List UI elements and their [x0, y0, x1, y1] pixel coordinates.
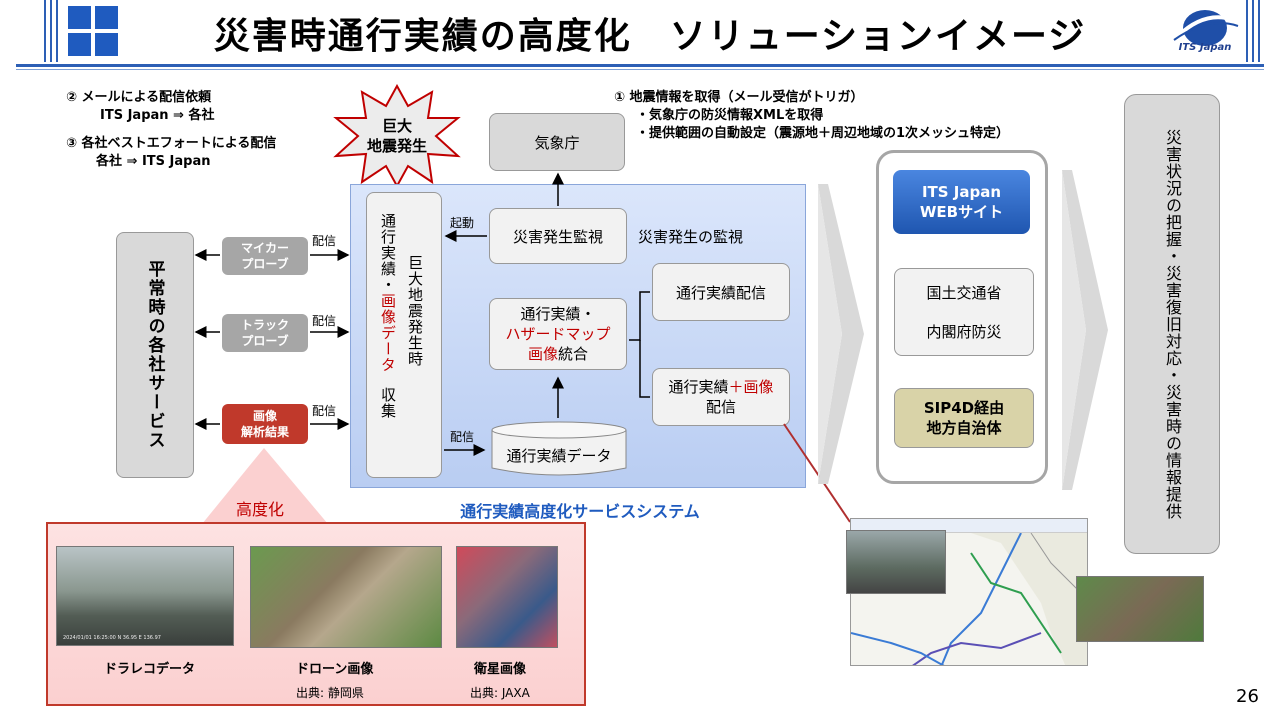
dashcam-caption: ドラレコデータ [104, 662, 196, 677]
system-name: 通行実績高度化サービスシステム [460, 502, 700, 521]
earthquake-burst-label: 巨大 地震発生 [366, 117, 427, 155]
integrate-line2: ハザードマップ [505, 325, 611, 343]
integrate-line3: 画像統合 [527, 345, 589, 363]
note-jma-xml: ・気象庁の防災情報XMLを取得 [636, 108, 824, 123]
header-decor-lines [44, 0, 58, 62]
page-number: 26 [1236, 686, 1259, 707]
its-japan-logo [1173, 10, 1239, 46]
sip4d-box: SIP4D経由 地方自治体 [894, 388, 1034, 448]
chevron-arrow-2 [1062, 170, 1108, 490]
map-drone-thumb [1076, 576, 1204, 642]
image-probe-distribution-label: 配信 [312, 404, 337, 418]
collection-box: 通行実績・画像データ収集 巨大地震発生時 [366, 192, 442, 478]
satellite-photo [456, 546, 558, 648]
chevron-arrow-1 [818, 184, 864, 484]
image-analysis-box: 画像 解析結果 [222, 404, 308, 444]
monitor-caption: 災害発生の監視 [638, 228, 744, 246]
note-best-effort: ③ 各社ベストエフォートによる配信 [66, 136, 277, 151]
drone-photo [250, 546, 442, 648]
result-text: 災害状況の把握・災害復旧対応・災害時の情報提供 [1163, 128, 1182, 520]
its-japan-website-box[interactable]: ITS Japan WEBサイト [893, 170, 1030, 234]
normal-services-box: 平常時の各社サービス [116, 232, 194, 478]
government-box: 国土交通省 内閣府防災 [894, 268, 1034, 356]
note-range-setting: ・提供範囲の自動設定（震源地＋周辺地域の1次メッシュ特定） [636, 126, 1010, 141]
enhancement-callout-triangle [202, 448, 328, 524]
integrate-line1: 通行実績・ [520, 305, 596, 323]
satellite-source: 出典: JAXA [470, 686, 530, 700]
distribution-image-line2: 配信 [705, 398, 736, 416]
distribution-image-line1: 通行実績＋画像 [668, 378, 774, 396]
header-logo-grid [68, 6, 118, 56]
truck-probe-distribution-label: 配信 [312, 314, 337, 328]
normal-services-label: 平常時の各社サービス [144, 260, 165, 450]
database-label: 通行実績データ [506, 446, 612, 465]
header-decor-lines-right [1246, 0, 1260, 62]
map-dashcam-thumb [846, 530, 946, 594]
sip4d-label: SIP4D経由 地方自治体 [923, 399, 1005, 437]
monitor-box: 災害発生監視 [489, 208, 627, 264]
mlit-label: 国土交通省 [926, 284, 1002, 302]
note-mail-request: ② メールによる配信依頼 [66, 90, 212, 105]
integrate-box: 通行実績・ ハザードマップ 画像統合 [489, 298, 627, 370]
its-japan-website-label: ITS Japan WEBサイト [919, 183, 1004, 221]
jma-box: 気象庁 [489, 113, 625, 171]
distribution-image-box: 通行実績＋画像 配信 [652, 368, 790, 426]
header-divider [16, 64, 1264, 67]
distribution-box: 通行実績配信 [652, 263, 790, 321]
satellite-caption: 衛星画像 [474, 662, 527, 677]
db-distribution-label: 配信 [450, 430, 475, 444]
result-box: 災害状況の把握・災害復旧対応・災害時の情報提供 [1124, 94, 1220, 554]
car-probe-distribution-label: 配信 [312, 234, 337, 248]
note-mail-direction: ITS Japan ⇒ 各社 [100, 108, 215, 123]
enhancement-label: 高度化 [236, 500, 285, 519]
trigger-label: 起動 [450, 216, 475, 230]
note-quake-info: ① 地震情報を取得（メール受信がトリガ） [614, 90, 864, 105]
note-best-effort-direction: 各社 ⇒ ITS Japan [96, 154, 211, 169]
page-title: 災害時通行実績の高度化 ソリューションイメージ [213, 16, 1087, 57]
collection-box-text: 通行実績・画像データ収集 [379, 213, 397, 419]
dashcam-timestamp: 2024/01/01 16:25:00 N 36.95 E 136.97 [63, 635, 161, 641]
database-cylinder-icon [491, 421, 627, 476]
car-probe-box: マイカー プローブ [222, 237, 308, 275]
truck-probe-box: トラック プローブ [222, 314, 308, 352]
collection-box-side-text: 巨大地震発生時 [406, 255, 424, 367]
drone-caption: ドローン画像 [296, 662, 374, 677]
its-japan-logo-text: ITS Japan [1178, 42, 1232, 53]
drone-source: 出典: 静岡県 [296, 686, 364, 700]
header-divider-thin [16, 69, 1264, 70]
cao-label: 内閣府防災 [926, 323, 1002, 341]
dashcam-photo: 2024/01/01 16:25:00 N 36.95 E 136.97 [56, 546, 234, 646]
